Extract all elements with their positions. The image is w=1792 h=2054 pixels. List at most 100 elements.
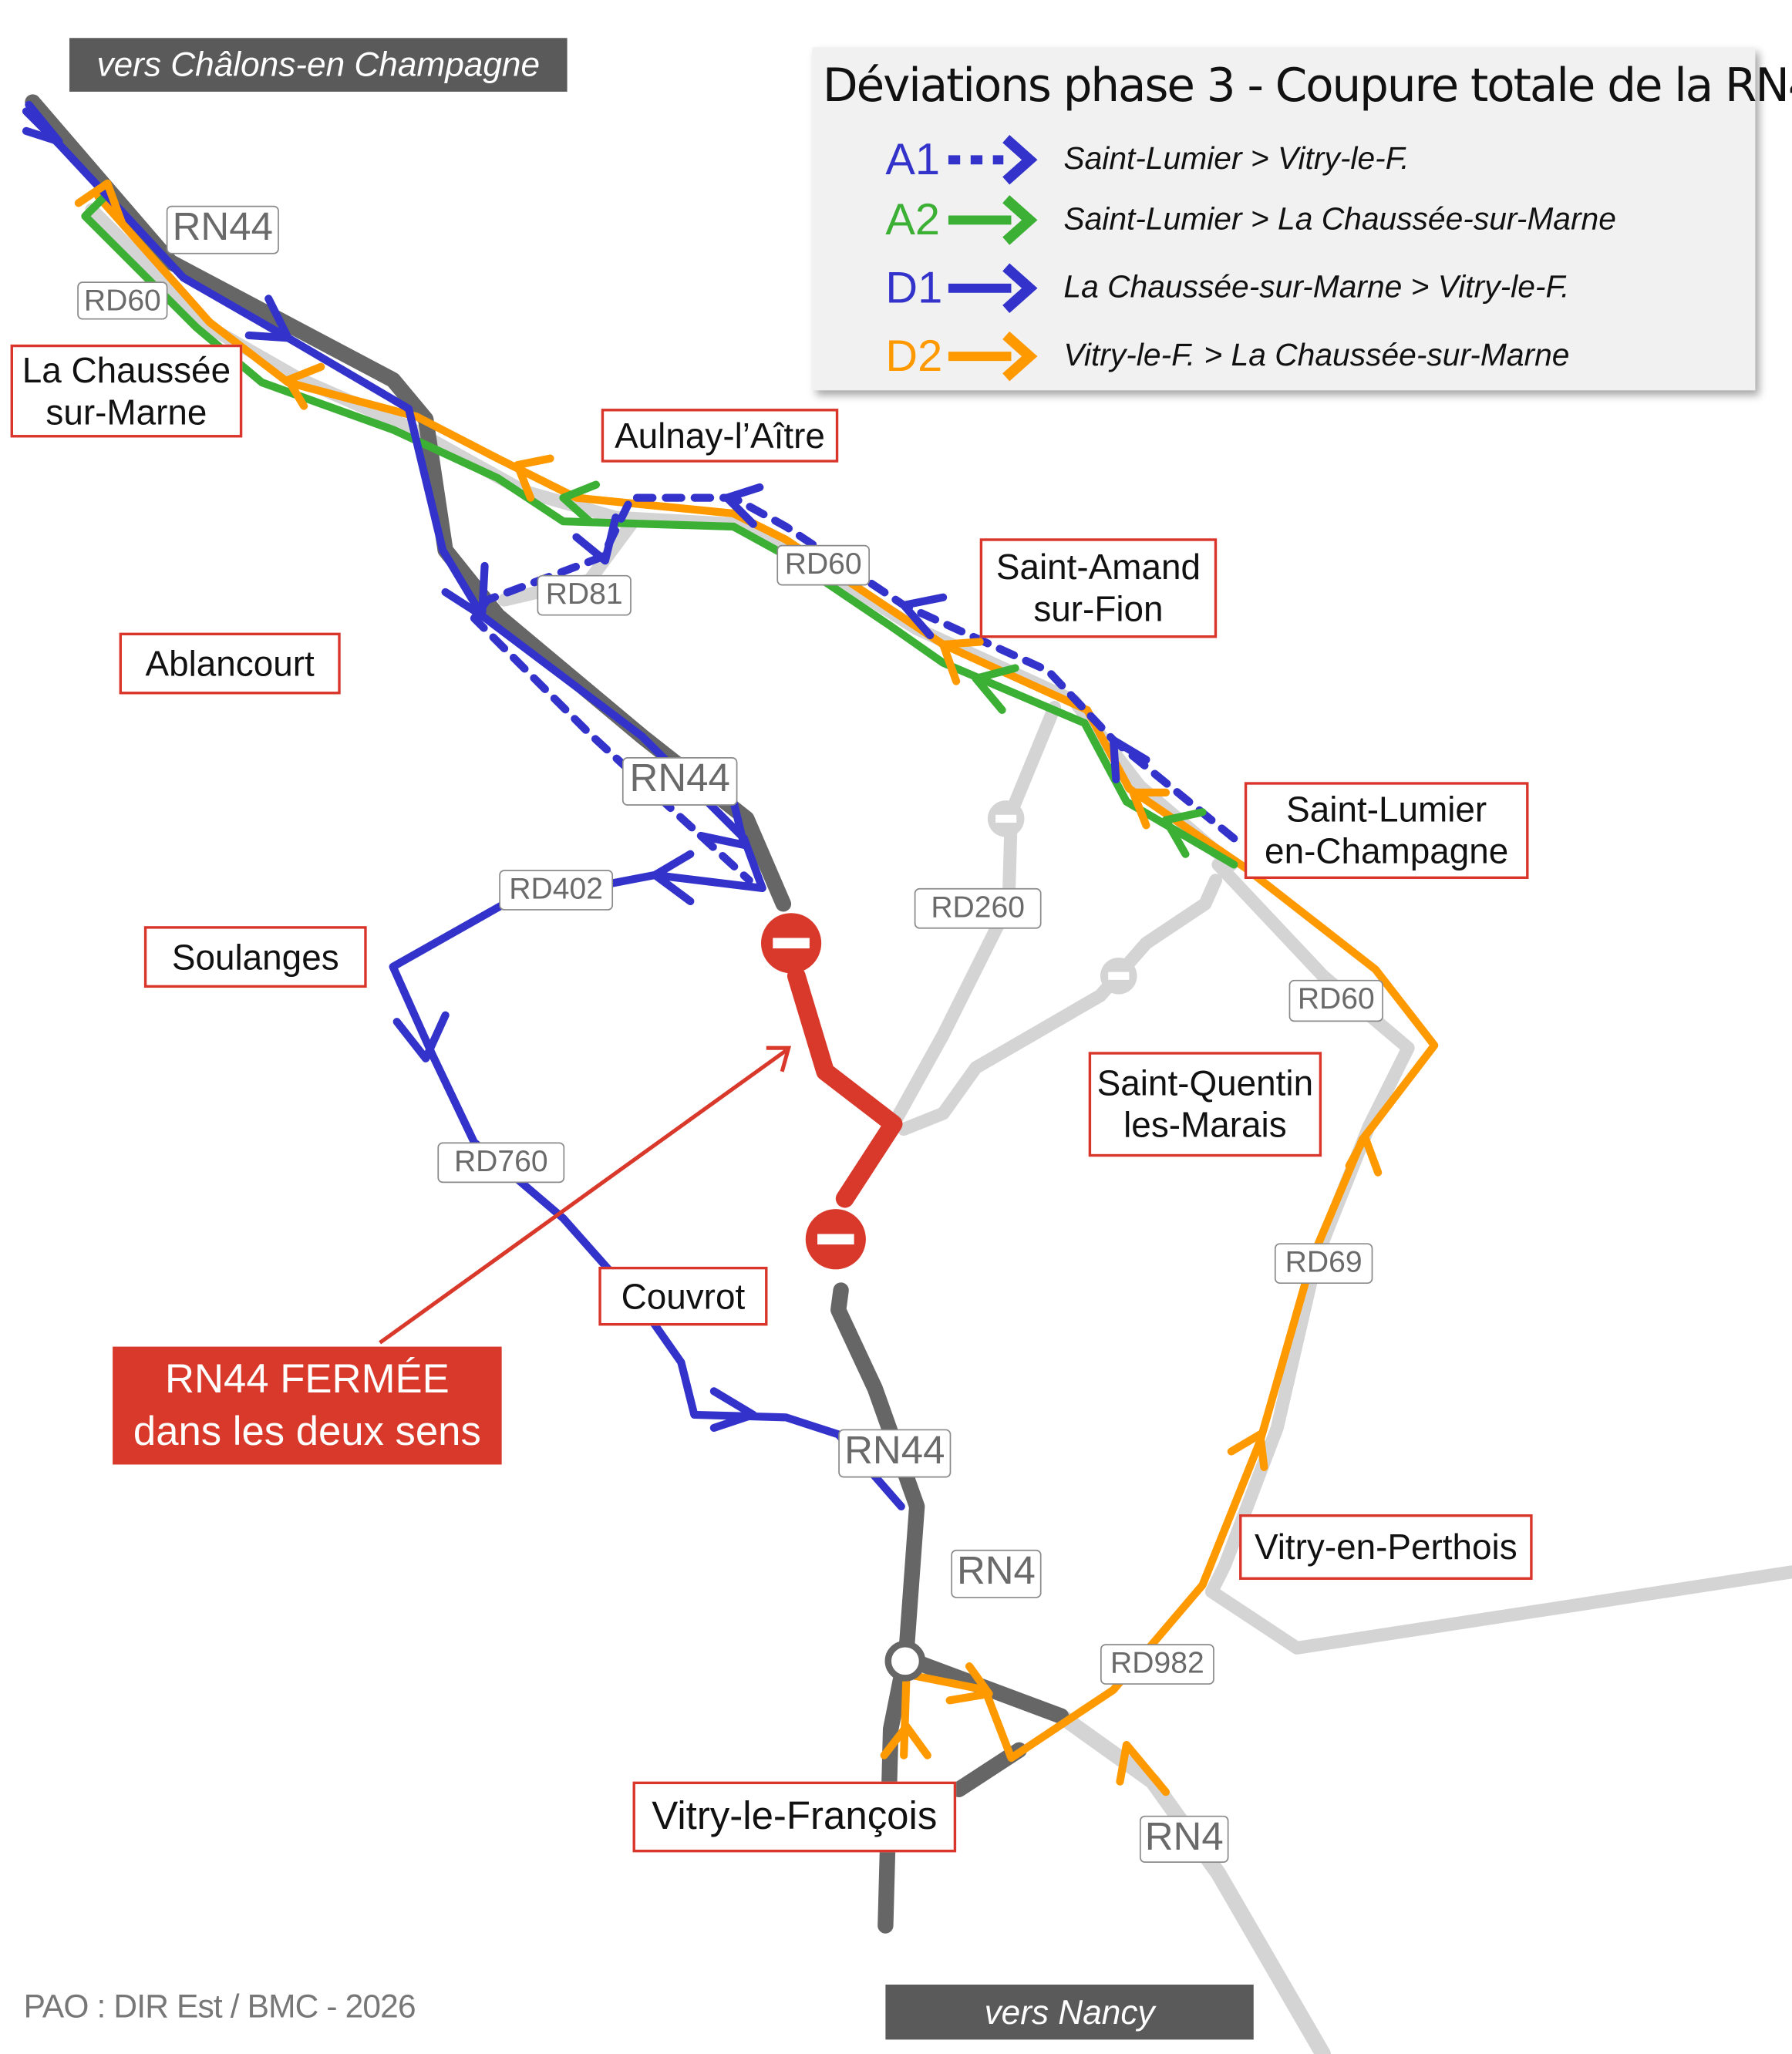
route-d1: [22, 107, 905, 1510]
road-label: RD260: [914, 887, 1042, 929]
closed-section-rn44: [787, 966, 903, 1208]
arrow-d2: [284, 362, 325, 410]
town-name: Vitry-le-François: [652, 1794, 938, 1838]
arrow-d2: [1116, 1740, 1171, 1796]
closure-notice-line2: dans les deux sens: [133, 1408, 481, 1454]
road-label: RD760: [437, 1142, 565, 1184]
road-label: RD60: [1288, 979, 1383, 1022]
road-label: RN44: [166, 205, 279, 254]
arrow-a1: [900, 593, 948, 640]
town-label: Vitry-le-François: [632, 1781, 957, 1853]
road-label: RN4: [951, 1549, 1042, 1598]
legend-item-a1: A1 Saint-Lumier > Vitry-le-F.: [885, 133, 1410, 186]
road-link-saint-quentin: [897, 874, 1222, 1136]
arrow-icon: [948, 195, 1038, 245]
no-entry-icon: [761, 913, 822, 974]
closure-notice-line1: RN44 FERMÉE: [164, 1355, 450, 1402]
minor-no-entry-icon: [1100, 957, 1137, 995]
legend-item-d1: D1 La Chaussée-sur-Marne > Vitry-le-F.: [885, 262, 1569, 315]
arrow-a1: [572, 514, 620, 565]
no-entry-icon: [805, 1209, 866, 1270]
legend-code: D1: [885, 262, 943, 313]
legend-text: La Chaussée-sur-Marne > Vitry-le-F.: [1063, 269, 1570, 305]
arrow-d1: [22, 100, 63, 146]
arrow-d2: [880, 1722, 931, 1759]
route-d2: [94, 192, 1439, 1763]
arrow-d2: [74, 179, 126, 227]
legend: Déviations phase 3 - Coupure totale de l…: [812, 47, 1792, 391]
route-a1: [470, 493, 1238, 884]
arrow-d2: [939, 638, 984, 685]
legend-item-d2: D2 Vitry-le-F. > La Chaussée-sur-Marne: [885, 330, 1569, 382]
arrow-d1: [696, 797, 749, 849]
town-name: sur-Marne: [45, 392, 207, 432]
legend-code: A2: [885, 194, 941, 244]
road-rd60-west: [85, 203, 1238, 871]
arrow-icon: [948, 263, 1038, 314]
town-label: Vitry-en-Perthois: [1239, 1514, 1533, 1580]
town-label: Soulanges: [143, 926, 367, 988]
arrow-d1: [244, 295, 292, 342]
town-name: les-Marais: [1123, 1105, 1287, 1145]
road-label: RD60: [776, 544, 871, 586]
route-a2: [81, 192, 1238, 869]
road-label: RN4: [1139, 1815, 1229, 1863]
arrow-a1: [1109, 736, 1150, 784]
arrow-d2: [1129, 788, 1171, 830]
minor-no-entry-icon: [987, 800, 1025, 837]
legend-title: Déviations phase 3 - Coupure totale de l…: [822, 60, 1792, 113]
town-name: sur-Fion: [1033, 589, 1164, 629]
road-label: RD69: [1274, 1243, 1373, 1285]
town-label: Aulnay-l’Aître: [601, 409, 839, 463]
arrow-icon: [948, 331, 1038, 382]
town-name: Aulnay-l’Aître: [615, 416, 825, 456]
town-name: Vitry-en-Perthois: [1254, 1527, 1517, 1567]
town-name: Saint-Amand: [995, 547, 1201, 588]
closure-pointer-line: [379, 1049, 787, 1345]
arrow-d1: [392, 1011, 450, 1062]
legend-text: Saint-Lumier > La Chaussée-sur-Marne: [1063, 201, 1616, 237]
direction-banner-north: vers Châlons-en Champagne: [69, 38, 568, 92]
legend-text: Vitry-le-F. > La Chaussée-sur-Marne: [1063, 338, 1570, 374]
arrow-d1: [709, 1387, 757, 1433]
legend-item-a2: A2 Saint-Lumier > La Chaussée-sur-Marne: [885, 194, 1616, 246]
road-label: RD60: [77, 281, 168, 320]
arrow-a1: [723, 483, 764, 528]
town-label: Couvrot: [598, 1266, 768, 1326]
roundabout-icon: [884, 1640, 926, 1682]
road-label: RD81: [537, 574, 632, 616]
town-name: Soulanges: [171, 937, 339, 977]
town-label: Ablancourt: [119, 632, 341, 695]
arrow-d1: [441, 561, 489, 620]
road-label: RN44: [621, 757, 738, 806]
closure-pointer-arrowhead: [766, 1046, 792, 1072]
legend-text: Saint-Lumier > Vitry-le-F.: [1063, 141, 1410, 177]
town-name: Ablancourt: [145, 644, 315, 684]
town-name: La Chaussée: [22, 350, 231, 390]
arrow-d2: [1227, 1430, 1268, 1471]
town-name: Saint-Quentin: [1096, 1063, 1314, 1103]
direction-banner-south: vers Nancy: [885, 1984, 1254, 2040]
closure-notice: RN44 FERMÉE dans les deux sens: [113, 1346, 502, 1465]
arrow-a2: [1161, 808, 1207, 858]
town-name: Saint-Lumier: [1286, 790, 1487, 830]
legend-code: D2: [885, 330, 943, 381]
arrow-d2: [1345, 1133, 1383, 1177]
road-label: RD982: [1100, 1644, 1214, 1685]
arrow-d2: [513, 454, 554, 502]
arrow-a2: [972, 664, 1019, 714]
arrow-d2: [945, 1662, 993, 1705]
legend-code: A1: [885, 134, 941, 184]
road-rn44-south: [830, 1282, 925, 1934]
road-label: RD402: [499, 870, 614, 911]
road-label: RN44: [838, 1429, 952, 1478]
arrow-d1: [651, 850, 695, 906]
credits: PAO : DIR Est / BMC - 2026: [23, 1988, 416, 2025]
town-name: en-Champagne: [1265, 831, 1509, 871]
dashed-arrow-icon: [948, 135, 1038, 185]
